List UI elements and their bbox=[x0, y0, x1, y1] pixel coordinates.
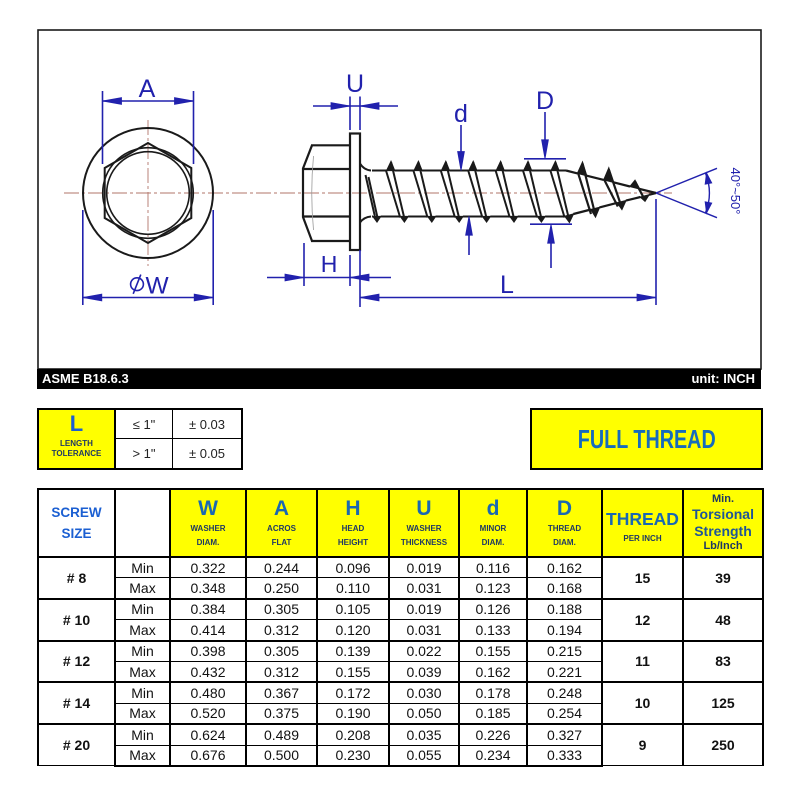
svg-text:40°~50°: 40°~50° bbox=[728, 168, 743, 215]
svg-text:A: A bbox=[139, 75, 156, 103]
svg-text:U: U bbox=[346, 70, 364, 98]
svg-text:L: L bbox=[500, 271, 514, 299]
svg-text:D: D bbox=[536, 87, 554, 115]
svg-text:d: d bbox=[454, 100, 468, 128]
svg-text:W: W bbox=[145, 273, 169, 300]
svg-text:H: H bbox=[321, 251, 338, 277]
